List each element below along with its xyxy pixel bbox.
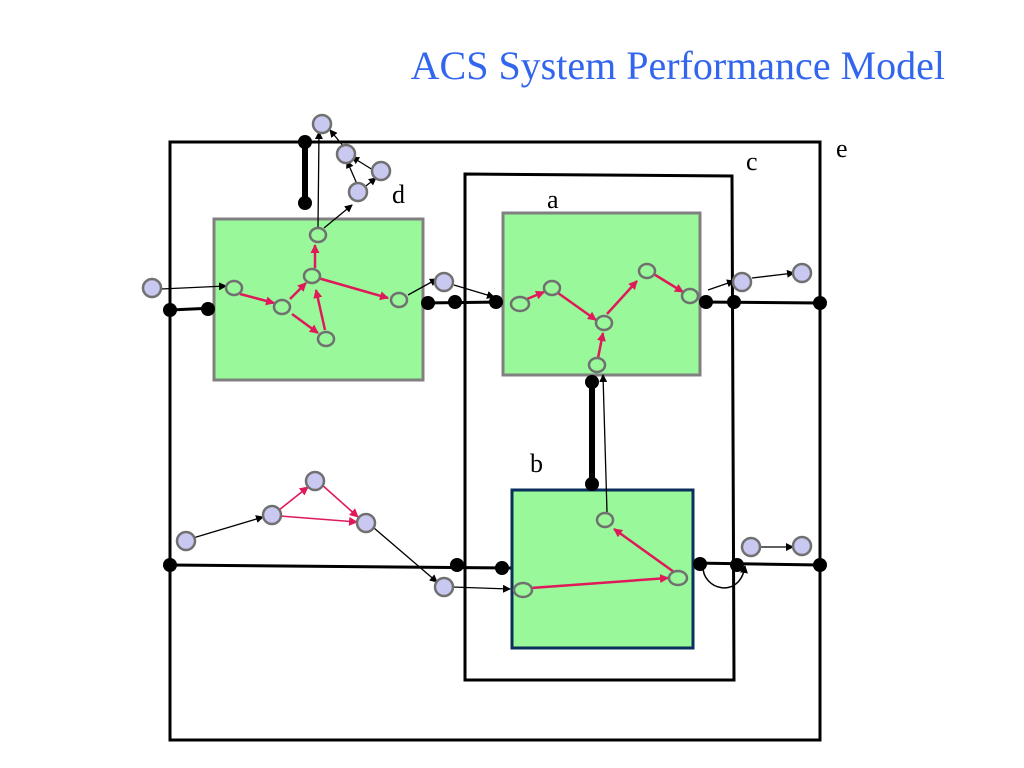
internal-flow-arrows xyxy=(239,244,684,590)
slide-title: ACS System Performance Model xyxy=(410,43,945,88)
boundary-e xyxy=(168,140,822,742)
component-a-box xyxy=(501,211,702,377)
standalone-flow-arrows xyxy=(278,483,359,526)
label-d: d xyxy=(392,180,405,209)
internal-nodes xyxy=(224,226,700,599)
label-a: a xyxy=(547,185,559,214)
component-b-box xyxy=(510,488,695,650)
label-c: c xyxy=(746,147,758,176)
boundary-c xyxy=(463,172,736,682)
label-b: b xyxy=(530,449,543,478)
label-e: e xyxy=(836,134,848,163)
external-nodes xyxy=(141,113,813,598)
interface-arrows xyxy=(160,129,795,593)
